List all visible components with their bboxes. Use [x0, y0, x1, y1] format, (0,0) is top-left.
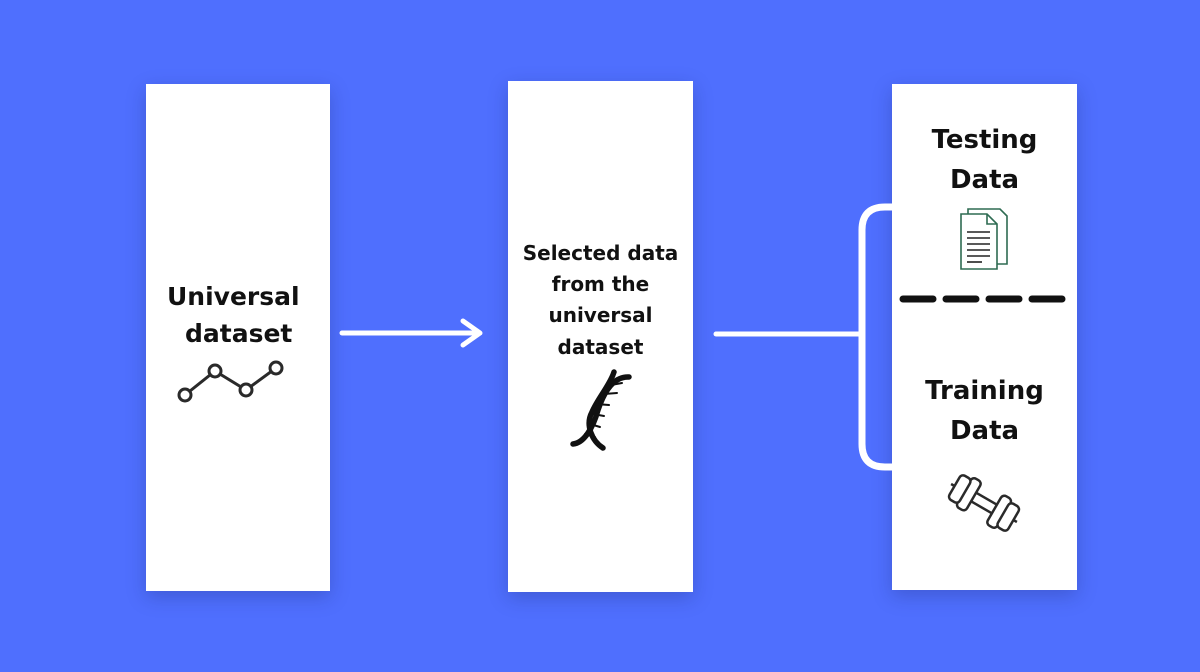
document-icon	[960, 208, 1008, 270]
connector-selected-to-split	[713, 203, 896, 471]
testing-data-label-line1: Testing	[931, 125, 1038, 155]
training-data-label-line1: Training	[925, 376, 1044, 406]
selected-data-label-line1: Selected data	[522, 241, 679, 265]
selected-data-label-line2: from the	[551, 272, 650, 296]
selected-data-label-line4: dataset	[557, 335, 644, 359]
universal-dataset-label-line1: Universal	[167, 282, 300, 311]
line-chart-icon	[177, 360, 284, 403]
dna-icon	[570, 369, 632, 451]
universal-dataset-label-line2: dataset	[185, 319, 293, 348]
universal-dataset-panel	[146, 84, 330, 591]
dumbbell-icon	[947, 474, 1021, 532]
selected-data-label-line3: universal	[548, 303, 653, 327]
testing-data-label-line2: Data	[949, 165, 1020, 195]
training-data-label-line2: Data	[949, 416, 1020, 446]
arrow-universal-to-selected	[339, 318, 483, 348]
selected-data-panel	[508, 81, 693, 592]
